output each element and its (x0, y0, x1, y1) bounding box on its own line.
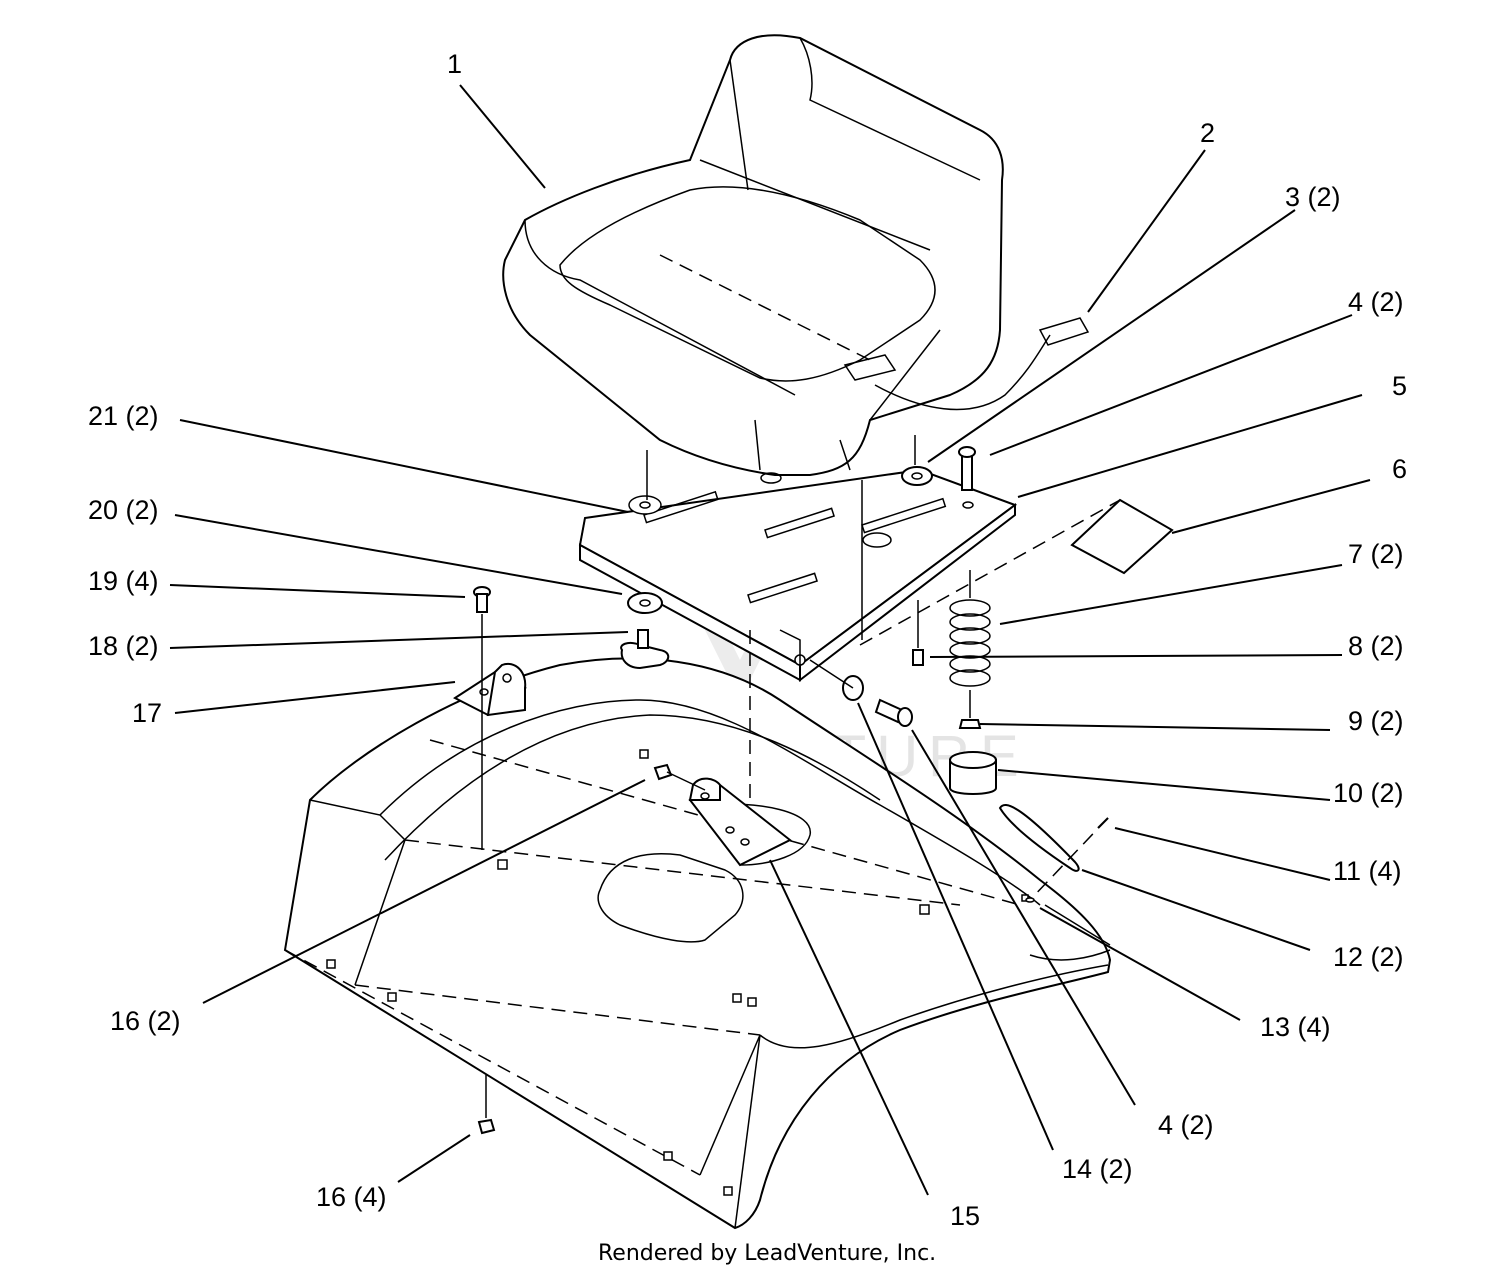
bolt-top (958, 446, 976, 491)
callout-2: 2 (1200, 118, 1215, 148)
assembly-lines (646, 435, 916, 805)
knob-18 (620, 629, 670, 670)
bolt-19 (473, 586, 491, 850)
decal (859, 498, 1174, 646)
seat (502, 34, 1090, 484)
callout-labels: 1 2 3 (2) 4 (2) 5 6 7 (2) 8 (2) 9 (2) 10… (88, 49, 1407, 1231)
callout-10: 10 (2) (1333, 778, 1404, 808)
callout-5: 5 (1392, 371, 1407, 401)
callout-1: 1 (447, 49, 462, 79)
bolt-8 (912, 600, 924, 666)
callout-12: 12 (2) (1333, 942, 1404, 972)
callout-3: 3 (2) (1285, 182, 1341, 212)
callout-14: 14 (2) (1062, 1154, 1133, 1184)
callout-11: 11 (4) (1333, 856, 1402, 886)
callout-18: 18 (2) (88, 631, 159, 661)
footer-credit: Rendered by LeadVenture, Inc. (598, 1241, 936, 1266)
callout-7: 7 (2) (1348, 539, 1404, 569)
bracket-17 (453, 662, 527, 717)
leader-lines (169, 84, 1371, 1196)
callout-4-lower: 4 (2) (1158, 1110, 1214, 1140)
nut-16-lower (477, 1075, 496, 1135)
callout-9: 9 (2) (1348, 706, 1404, 736)
spring (949, 570, 991, 687)
callout-6: 6 (1392, 454, 1407, 484)
callout-13: 13 (4) (1260, 1012, 1331, 1042)
callout-20: 20 (2) (88, 495, 159, 525)
retainer-plate (998, 804, 1109, 903)
washer-20 (627, 592, 663, 614)
callout-16-upper: 16 (2) (110, 1006, 181, 1036)
callout-4-upper: 4 (2) (1348, 287, 1404, 317)
nut-9 (958, 690, 982, 729)
callout-16-lower: 16 (4) (316, 1182, 387, 1212)
callout-15: 15 (950, 1201, 980, 1231)
callout-8: 8 (2) (1348, 631, 1404, 661)
callout-19: 19 (4) (88, 566, 159, 596)
fender-pan (283, 657, 1112, 1230)
seat-mounting-plate (578, 468, 1018, 683)
callout-17: 17 (132, 698, 162, 728)
callout-21: 21 (2) (88, 401, 159, 431)
bumper (949, 751, 997, 795)
nut-16-upper (653, 763, 673, 781)
bolt-4-lower (874, 698, 913, 727)
spacer (901, 466, 933, 486)
